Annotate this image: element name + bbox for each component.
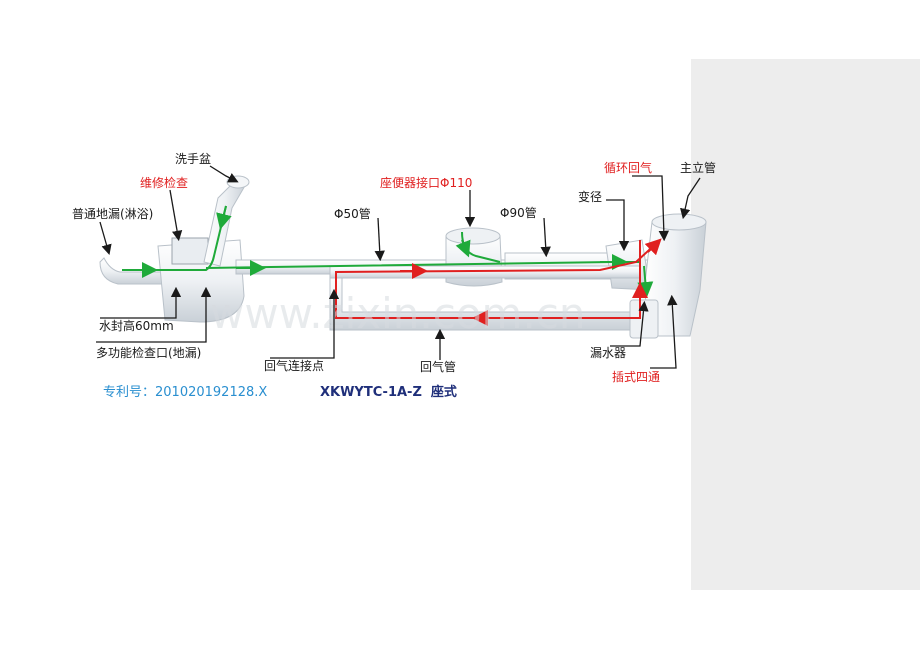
label-pipe-90: Φ90管 [500,205,537,220]
toilet-inlet-mouth [445,227,501,245]
red-flow-loop [335,239,661,319]
label-repair-check: 维修检查 [140,175,188,190]
labels: 洗手盆 维修检查 普通地漏(淋浴) 座便器接口Φ110 Φ50管 Φ90管 变径… [72,152,716,384]
label-multi-check: 多功能检查口(地漏) [96,345,201,360]
label-basin: 洗手盆 [175,152,211,166]
leader-water-seal [100,286,182,319]
leader-return-joint [270,288,340,359]
leader-basin [209,165,239,183]
label-toilet-inlet: 座便器接口Φ110 [380,175,472,190]
flow-lines [122,205,662,326]
main-stack-mouth [651,213,707,231]
check-port [171,237,209,265]
patent-number: 专利号：201020192128.X [103,385,267,400]
leader-repair-check [169,189,183,242]
leader-leak-device [610,300,649,347]
green-arrow-basin [216,205,232,230]
leader-lines [96,165,701,369]
label-main-stack: 主立管 [680,160,716,175]
side-panel [691,59,920,590]
red-arrow-up [644,238,662,256]
label-floor-drain: 普通地漏(淋浴) [72,207,153,221]
label-return-pipe: 回气管 [420,359,456,374]
label-return-joint: 回气连接点 [264,358,324,373]
label-leak-device: 漏水器 [590,346,626,360]
label-reducer: 变径 [578,189,602,204]
label-four-way: 插式四通 [612,370,660,384]
leader-reducer [606,199,630,252]
label-circulating-air: 循环回气 [604,160,652,175]
leader-four-way [650,294,678,369]
leader-pipe-50 [374,217,385,262]
label-pipe-50: Φ50管 [334,206,371,221]
reducer-body [605,239,651,291]
watermark: www.zixin.com.cn [210,289,586,338]
leader-floor-drain [99,221,112,255]
model-name: XKWYTC-1A-Z 座式 [320,384,457,400]
leader-multi-check [96,286,212,343]
green-arrow-toilet [455,239,471,258]
leader-pipe-90 [540,217,551,258]
label-water-seal: 水封高60mm [99,318,174,333]
leader-main-stack [680,177,701,220]
leader-circulating-air [632,175,670,242]
